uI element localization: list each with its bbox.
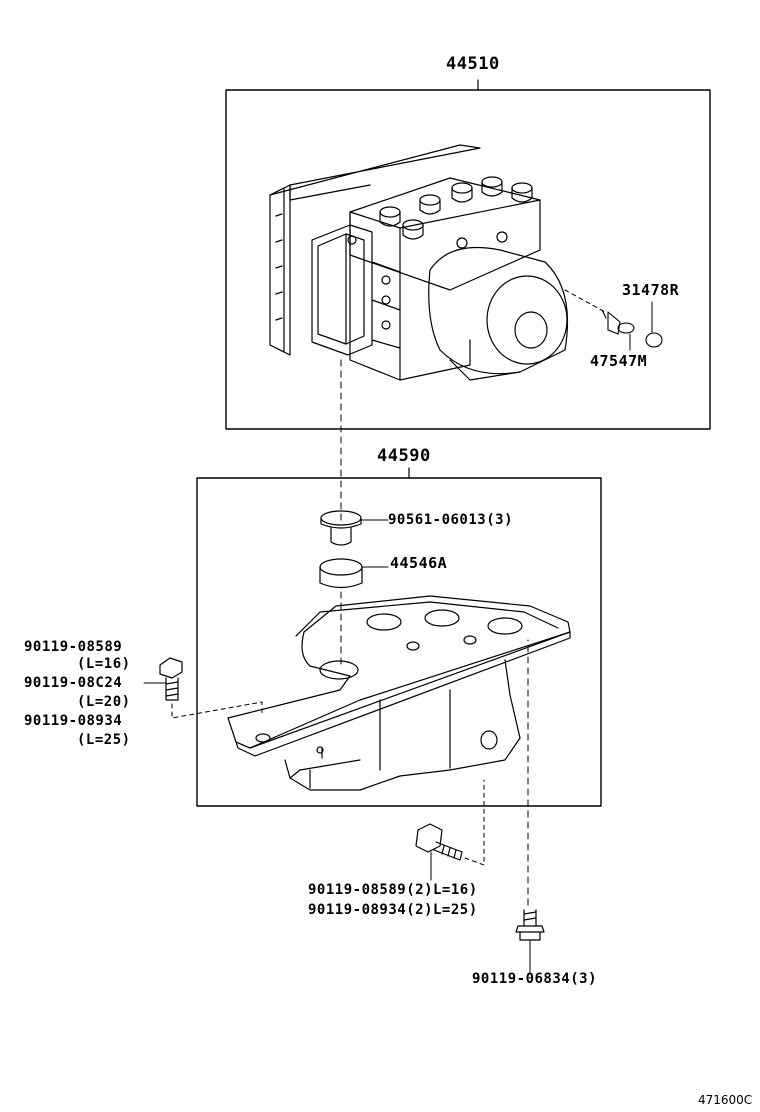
flange-bolt: [515, 909, 545, 941]
label-bolt-left-1: 90119-08589: [24, 639, 123, 655]
label-bolt-left-2: 90119-08C24: [24, 675, 123, 691]
cap-31478r: [645, 332, 663, 348]
dash-bolt-left: [171, 701, 263, 719]
bolt-bottom-pair: [415, 823, 463, 861]
label-bolt-bottom-2: 90119-08934(2)L=25): [308, 902, 478, 918]
label-90561: 90561-06013(3): [388, 512, 514, 528]
assembly-box-44510: [225, 89, 711, 430]
abs-actuator-unit: [269, 144, 569, 381]
mounting-bracket: [227, 595, 571, 791]
label-31478r: 31478R: [622, 281, 680, 299]
label-44546a: 44546A: [390, 554, 448, 572]
dash-bleeder: [564, 289, 606, 313]
bolt-left: [159, 657, 183, 701]
label-44510: 44510: [446, 54, 500, 74]
label-bolt-left-3-len: (L=25): [77, 732, 131, 748]
label-bolt-left-2-len: (L=20): [77, 694, 131, 710]
label-44590: 44590: [377, 446, 431, 466]
collar-90561: [320, 510, 362, 546]
label-bolt-bottom-3: 90119-06834(3): [472, 971, 598, 987]
bleeder-screw-47547m: [601, 309, 635, 335]
label-bolt-left-1-len: (L=16): [77, 656, 131, 672]
cushion-44546a: [319, 558, 363, 589]
dash-bolt-bottom-pair: [464, 779, 485, 866]
assembly-box-44590: [196, 477, 602, 807]
label-47547m: 47547M: [590, 352, 648, 370]
label-bolt-left-3: 90119-08934: [24, 713, 123, 729]
diagram-code: 471600C: [698, 1093, 753, 1107]
label-bolt-bottom-1: 90119-08589(2)L=16): [308, 882, 478, 898]
